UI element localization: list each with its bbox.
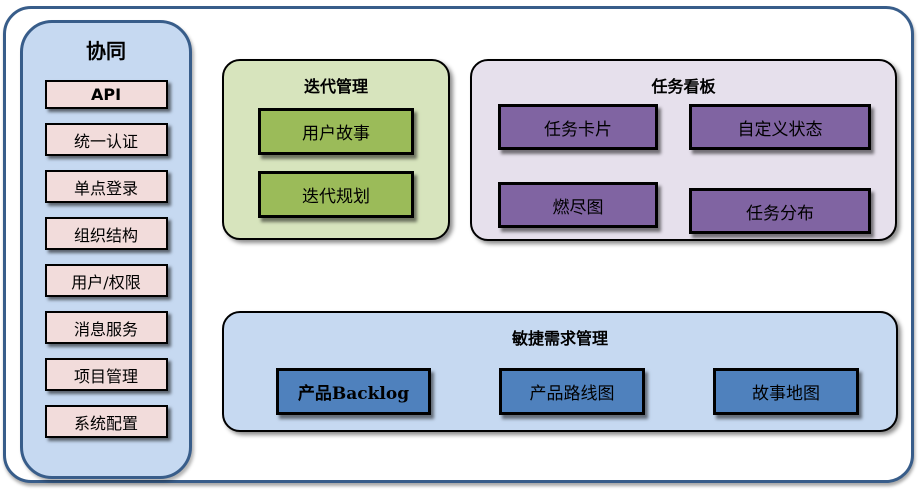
sidebar-item-user-permissions: 用户/权限 [44,264,168,297]
card-product-backlog: 产品Backlog [276,368,431,415]
sidebar-item-unified-auth: 统一认证 [44,123,168,156]
agile-panel-items: 产品Backlog 产品路线图 故事地图 [224,368,896,415]
card-custom-status: 自定义状态 [689,104,871,150]
agile-panel-title: 敏捷需求管理 [511,329,608,348]
kanban-panel-title: 任务看板 [651,77,716,96]
card-user-story: 用户故事 [258,108,414,155]
sidebar-item-api: API [44,80,168,109]
card-story-map: 故事地图 [713,368,859,415]
card-iteration-planning: 迭代规划 [258,171,414,218]
sidebar-items: API 统一认证 单点登录 组织结构 用户/权限 消息服务 项目管理 系统配置 [44,80,168,438]
sidebar-item-message-service: 消息服务 [44,311,168,344]
iteration-panel-items: 用户故事 迭代规划 [224,108,448,218]
collaboration-sidebar: 协同 API 统一认证 单点登录 组织结构 用户/权限 消息服务 项目管理 系统… [20,20,192,479]
card-product-roadmap: 产品路线图 [499,368,645,415]
agile-requirements-panel: 敏捷需求管理 产品Backlog 产品路线图 故事地图 [222,311,898,432]
diagram-frame: 协同 API 统一认证 单点登录 组织结构 用户/权限 消息服务 项目管理 系统… [3,6,914,483]
sidebar-title: 协同 [86,39,126,63]
sidebar-item-single-sign-on: 单点登录 [44,170,168,203]
card-burndown-chart: 燃尽图 [498,182,658,228]
card-task-card: 任务卡片 [498,104,658,150]
sidebar-item-system-config: 系统配置 [44,405,168,438]
kanban-row-top: 任务卡片 自定义状态 [472,104,895,150]
card-task-distribution: 任务分布 [689,188,871,234]
task-kanban-panel: 任务看板 任务卡片 自定义状态 燃尽图 任务分布 [470,59,897,241]
iteration-management-panel: 迭代管理 用户故事 迭代规划 [222,59,450,240]
sidebar-item-org-structure: 组织结构 [44,217,168,250]
kanban-row-bottom: 燃尽图 任务分布 [472,182,895,234]
iteration-panel-title: 迭代管理 [303,77,368,96]
sidebar-item-project-management: 项目管理 [44,358,168,391]
